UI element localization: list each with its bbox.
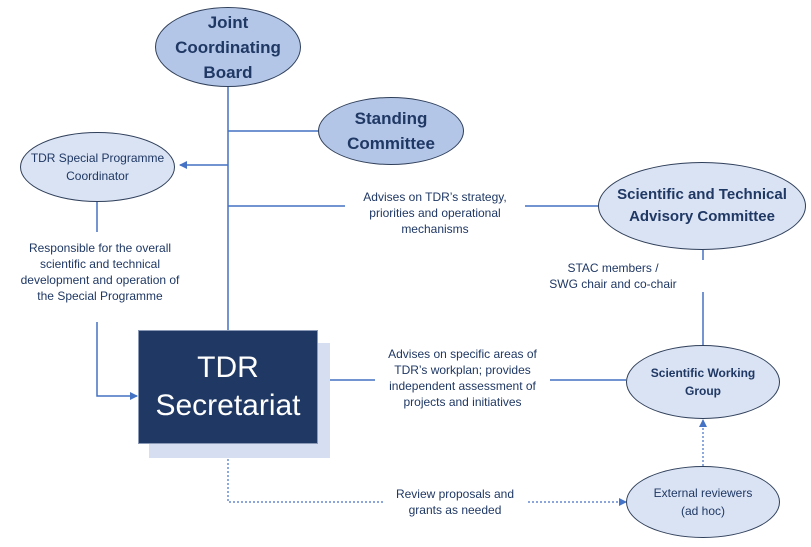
label-line: development and operation of — [20, 273, 180, 287]
label-line: Advises on TDR’s strategy, — [363, 190, 507, 204]
spc-node: TDR Special Programme Coordinator — [20, 132, 175, 202]
label-line: independent assessment of — [389, 379, 536, 393]
spc-line: TDR Special Programme — [30, 151, 165, 165]
label-line: grants as needed — [408, 503, 502, 517]
scientific-working-group-node: Scientific Working Group — [626, 345, 780, 419]
label-line: STAC members / — [567, 261, 659, 275]
standing-committee-line: Standing — [354, 109, 428, 128]
label-line: Advises on specific areas of — [388, 347, 537, 361]
swg-line: Group — [685, 384, 721, 398]
label-line: TDR’s workplan; provides — [394, 363, 531, 377]
spc-responsibility-label: Responsible for the overall scientific a… — [5, 240, 195, 304]
tdr-secretariat-node: TDR Secretariat — [138, 330, 318, 444]
label-line: SWG chair and co-chair — [549, 277, 677, 291]
label-line: scientific and technical — [39, 257, 161, 271]
label-line: Review proposals and — [395, 487, 515, 501]
external-reviewers-node: External reviewers (ad hoc) — [626, 466, 780, 538]
spc-to-secretariat-line — [96, 322, 138, 400]
swg-advises-label: Advises on specific areas of TDR’s workp… — [370, 346, 555, 410]
reviewers-line: (ad hoc) — [680, 504, 725, 518]
label-line: projects and initiatives — [403, 395, 522, 409]
standing-committee-line: Committee — [347, 134, 435, 153]
standing-committee-node: Standing Committee — [318, 97, 464, 165]
stac-line: Advisory Committee — [629, 208, 775, 225]
swg-line: Scientific Working — [650, 366, 756, 380]
jcb-line: Coordinating — [175, 37, 281, 57]
label-line: priorities and operational — [369, 206, 501, 220]
secretariat-line: Secretariat — [155, 389, 301, 422]
spc-line: Coordinator — [66, 169, 129, 183]
label-line: the Special Programme — [37, 289, 163, 303]
review-label: Review proposals and grants as needed — [380, 486, 530, 518]
label-line: Responsible for the overall — [28, 241, 172, 255]
stac-line: Scientific and Technical — [617, 186, 787, 203]
stac-advises-label: Advises on TDR’s strategy, priorities an… — [345, 189, 525, 237]
reviewers-line: External reviewers — [653, 486, 753, 500]
secretariat-line: TDR — [197, 351, 259, 384]
jcb-line: Joint — [207, 12, 249, 32]
label-line: mechanisms — [401, 222, 469, 236]
jcb-line: Board — [203, 62, 253, 82]
stac-node: Scientific and Technical Advisory Commit… — [598, 162, 806, 250]
joint-coordinating-board-node: Joint Coordinating Board — [155, 7, 301, 87]
stac-swg-label: STAC members / SWG chair and co-chair — [528, 260, 698, 292]
